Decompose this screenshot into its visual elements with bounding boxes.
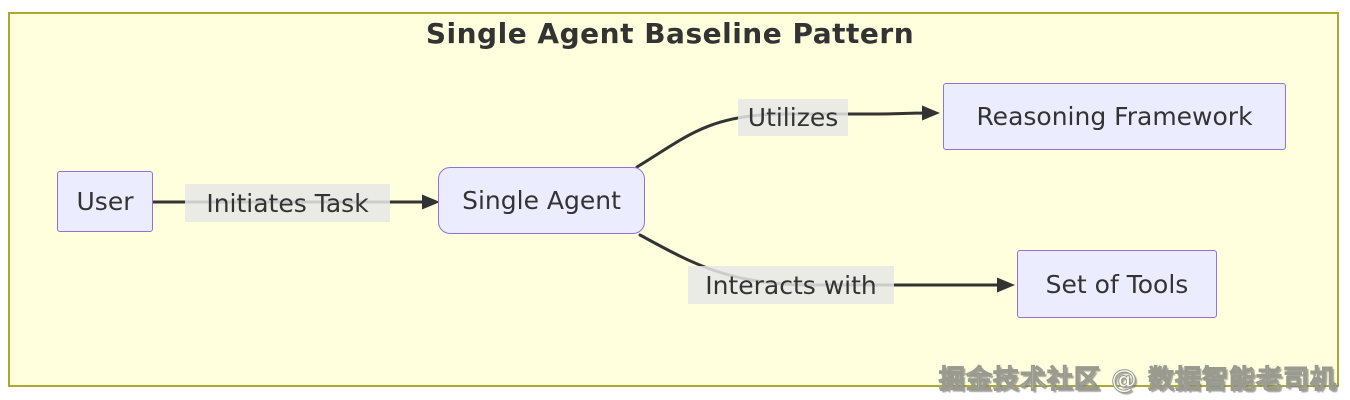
node-reasoning-framework-label: Reasoning Framework: [976, 102, 1253, 131]
node-single-agent: Single Agent: [438, 167, 645, 234]
diagram-title: Single Agent Baseline Pattern: [425, 17, 915, 50]
arrowhead-set-of-tools: [997, 277, 1015, 293]
edge-label-interacts-with: Interacts with: [688, 266, 894, 304]
arrowhead-reasoning-framework: [922, 105, 940, 121]
node-user: User: [57, 171, 153, 232]
watermark-text: 掘金技术社区 @ 数据智能老司机: [938, 365, 1337, 396]
edge-label-utilizes: Utilizes: [738, 99, 848, 136]
edge-label-initiates-task: Initiates Task: [185, 184, 390, 222]
node-user-label: User: [76, 187, 134, 216]
node-reasoning-framework: Reasoning Framework: [943, 83, 1286, 150]
node-set-of-tools-label: Set of Tools: [1045, 269, 1189, 299]
node-single-agent-label: Single Agent: [462, 186, 621, 215]
arrowhead-single-agent: [422, 194, 440, 210]
node-set-of-tools: Set of Tools: [1017, 250, 1217, 318]
